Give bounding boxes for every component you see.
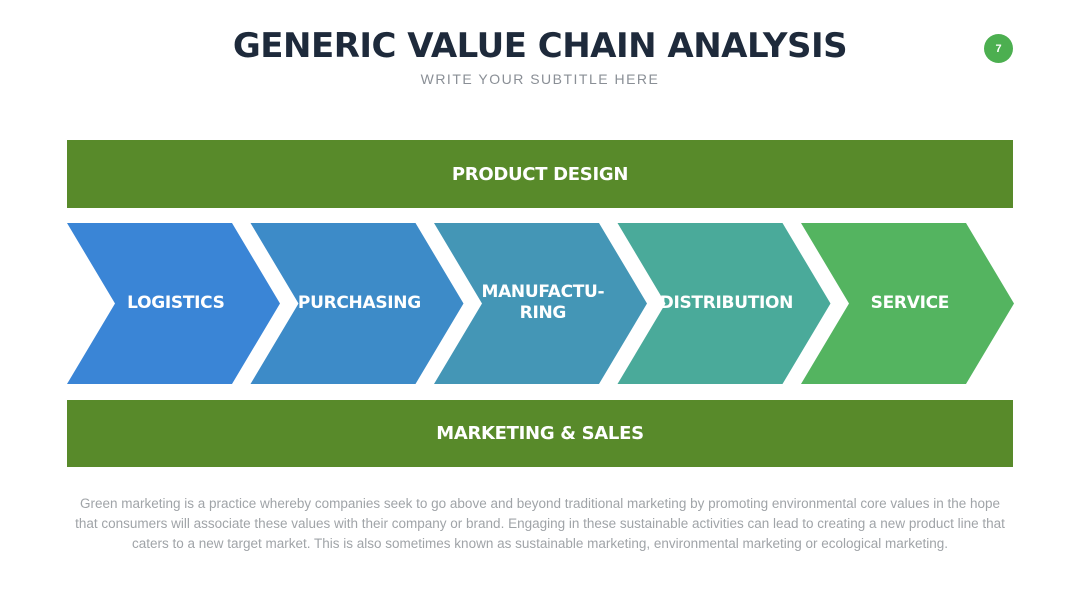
page-title: GENERIC VALUE CHAIN ANALYSIS <box>232 26 848 66</box>
chevron-purchasing <box>250 223 464 384</box>
chevron-distribution <box>617 223 831 384</box>
product-design-label: PRODUCT DESIGN <box>451 163 629 185</box>
chevron-label-service: SERVICE <box>870 292 950 313</box>
chevron-label-logistics: LOGISTICS <box>127 292 225 313</box>
chevron-label-distribution: DISTRIBUTION <box>659 292 794 313</box>
page-number-badge: 7 <box>984 34 1013 63</box>
chevron-label-manufacturing: MANUFACTU- RING <box>481 282 605 323</box>
chevron-label-purchasing: PURCHASING <box>297 292 421 313</box>
page-subtitle: WRITE YOUR SUBTITLE HERE <box>420 71 660 87</box>
description-paragraph: Green marketing is a practice whereby co… <box>75 496 1005 551</box>
chevron-service <box>801 223 1014 384</box>
marketing-sales-band: MARKETING & SALES <box>67 400 1013 467</box>
product-design-band: PRODUCT DESIGN <box>67 140 1013 208</box>
marketing-sales-label: MARKETING & SALES <box>436 423 644 444</box>
chevron-manufacturing <box>434 223 647 384</box>
chevron-logistics <box>67 223 280 384</box>
